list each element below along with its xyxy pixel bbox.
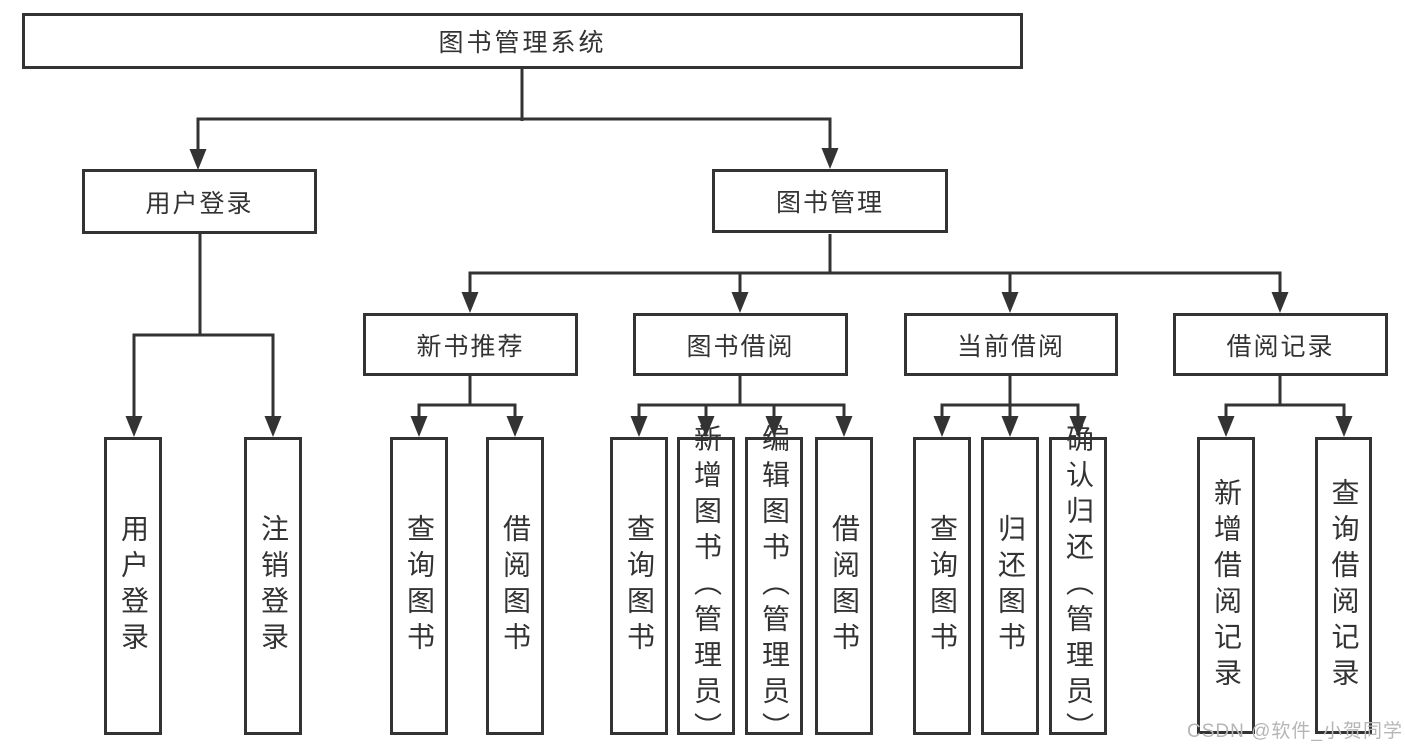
leaf-nb-borrow-books: 借阅图书 bbox=[486, 437, 544, 735]
node-library-system-label: 图书管理系统 bbox=[438, 29, 607, 57]
leaf-cb-return-books: 归还图书 bbox=[981, 437, 1039, 735]
node-book-management-label: 图书管理 bbox=[775, 189, 884, 217]
leaf-user-login: 用户登录 bbox=[104, 437, 162, 735]
leaf-bb-borrow-books: 借阅图书 bbox=[815, 437, 873, 735]
node-borrowing-records: 借阅记录 bbox=[1173, 313, 1388, 376]
leaf-bb-query-books: 查询图书 bbox=[610, 437, 668, 735]
leaf-cb-query-books: 查询图书 bbox=[913, 437, 971, 735]
node-book-management: 图书管理 bbox=[712, 169, 948, 233]
leaf-logout: 注销登录 bbox=[244, 437, 302, 735]
node-new-book-recommend-label: 新书推荐 bbox=[416, 332, 525, 361]
leaf-bb-edit-books-admin: 编辑图书（管理员） bbox=[745, 424, 803, 747]
leaf-nb-query-books: 查询图书 bbox=[390, 437, 448, 735]
node-library-system: 图书管理系统 bbox=[22, 13, 1023, 69]
node-new-book-recommend: 新书推荐 bbox=[363, 313, 578, 376]
leaf-bb-query-books-label: 查询图书 bbox=[624, 514, 655, 658]
leaf-bb-borrow-books-label: 借阅图书 bbox=[829, 514, 860, 658]
leaf-br-query-record-label: 查询借阅记录 bbox=[1328, 477, 1360, 694]
leaf-bb-add-books-admin-label: 新增图书（管理员） bbox=[691, 424, 722, 747]
node-current-borrowing: 当前借阅 bbox=[904, 313, 1118, 376]
watermark-text: CSDN @软件_小贺同学 bbox=[1187, 721, 1403, 742]
node-book-borrowing: 图书借阅 bbox=[633, 313, 848, 376]
leaf-bb-add-books-admin: 新增图书（管理员） bbox=[677, 424, 735, 747]
leaf-br-query-record: 查询借阅记录 bbox=[1315, 437, 1372, 734]
leaf-cb-confirm-return-admin: 确认归还（管理员） bbox=[1049, 424, 1107, 747]
leaf-cb-query-books-label: 查询图书 bbox=[927, 514, 958, 658]
leaf-bb-edit-books-admin-label: 编辑图书（管理员） bbox=[759, 424, 790, 747]
arrowheads bbox=[125, 148, 1353, 437]
leaf-user-login-label: 用户登录 bbox=[118, 514, 149, 658]
leaf-br-add-record-label: 新增借阅记录 bbox=[1211, 477, 1242, 694]
leaf-nb-query-books-label: 查询图书 bbox=[404, 514, 435, 658]
leaf-cb-return-books-label: 归还图书 bbox=[995, 514, 1026, 658]
node-current-borrowing-label: 当前借阅 bbox=[956, 332, 1065, 361]
node-borrowing-records-label: 借阅记录 bbox=[1226, 332, 1335, 361]
node-user-login-label: 用户登录 bbox=[145, 189, 254, 218]
leaf-logout-label: 注销登录 bbox=[258, 514, 289, 658]
node-book-borrowing-label: 图书借阅 bbox=[686, 332, 795, 361]
node-user-login: 用户登录 bbox=[82, 169, 317, 234]
leaf-br-add-record: 新增借阅记录 bbox=[1197, 437, 1255, 734]
leaf-nb-borrow-books-label: 借阅图书 bbox=[500, 514, 531, 658]
leaf-cb-confirm-return-admin-label: 确认归还（管理员） bbox=[1063, 424, 1094, 747]
